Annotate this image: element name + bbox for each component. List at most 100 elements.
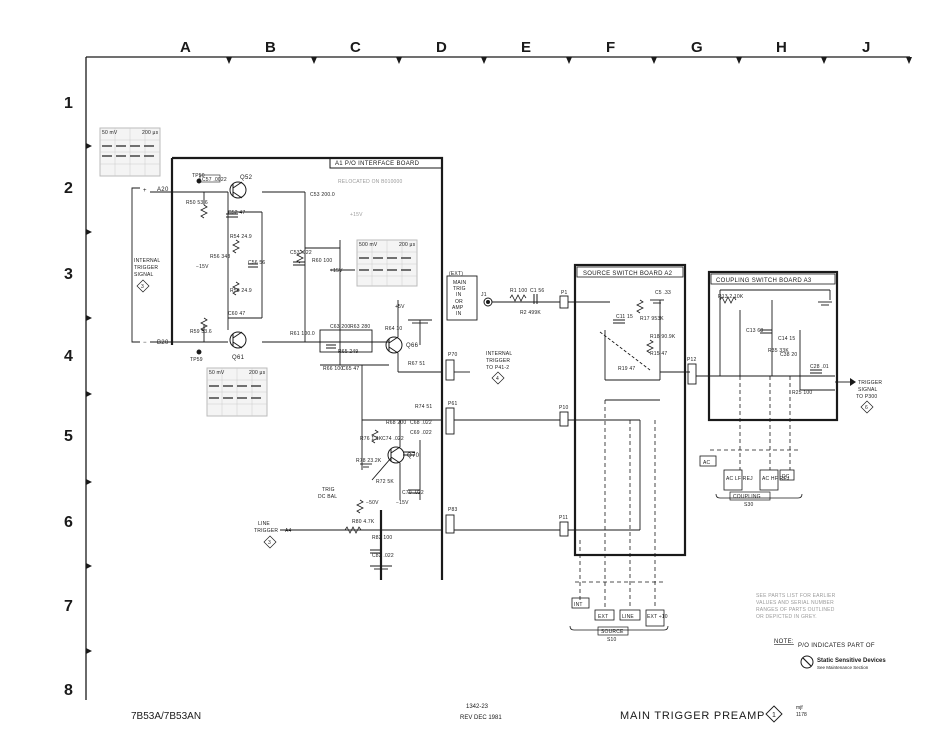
- col-d: D: [436, 39, 447, 56]
- parts-note-2: VALUES AND SERIAL NUMBER: [756, 600, 834, 606]
- row-7: 7: [64, 598, 73, 615]
- comp-r13: R13 2.10K: [718, 294, 744, 300]
- int-trig-out-ref: 4: [496, 376, 499, 382]
- comp-r80: R80 4.7K: [352, 519, 375, 525]
- comp-r1: R1 100: [510, 288, 527, 294]
- trace3-volts: 50 mV: [209, 370, 225, 376]
- trace3-time: 200 μs: [249, 370, 266, 376]
- comp-c53: C53 200.0: [310, 192, 335, 198]
- row-2: 2: [64, 180, 73, 197]
- source-buttons: [569, 597, 669, 631]
- trig-out-1: TRIGGER: [858, 380, 882, 386]
- static-sensitive-icon: [800, 655, 814, 669]
- comp-r65: R65 249: [338, 349, 358, 355]
- coupling-label: COUPLING: [733, 494, 761, 500]
- row-8: 8: [64, 682, 73, 699]
- amplifier-wiring: [280, 300, 443, 570]
- parts-list-note: SEE PARTS LIST FOR EARLIER VALUES AND SE…: [756, 593, 835, 620]
- parts-note-3: RANGES OF PARTS OUTLINED: [756, 607, 835, 613]
- line-trig-2: TRIGGER: [254, 528, 278, 534]
- comp-r72: R72 5K: [376, 479, 394, 485]
- interface-board-title: A1 P/O INTERFACE BOARD: [335, 161, 420, 167]
- comp-r78: R78 23.2K: [356, 458, 382, 464]
- column-letters: A B C D E F G H J: [180, 39, 870, 56]
- j1-connector: [483, 297, 560, 307]
- comp-c56: C56 56: [248, 260, 265, 266]
- source-btn-ext10: EXT ÷10: [647, 614, 668, 620]
- parts-note-4: OR DEPICTED IN GREY.: [756, 614, 817, 620]
- source-btn-int: INT: [574, 602, 583, 608]
- pin-j1: J1: [481, 292, 487, 298]
- row-5: 5: [64, 428, 73, 445]
- supply-pos5: +5V: [395, 304, 405, 310]
- trace1-time: 200 μs: [142, 130, 159, 136]
- pin-a20: A20: [157, 187, 169, 193]
- input-wiring: [131, 178, 355, 365]
- scope-trace-2: [356, 239, 418, 287]
- comp-r76: R76 1.1K: [360, 436, 383, 442]
- comp-c82: C82 .022: [372, 553, 394, 559]
- supply-neg50: −50V: [366, 500, 379, 506]
- trig-dc-bal-2: DC BAL: [318, 494, 337, 500]
- trig-out-2: SIGNAL: [858, 387, 878, 393]
- pin-p11: P11: [559, 515, 568, 521]
- pin-p1: P1: [561, 290, 568, 296]
- comp-c53b: C53 .022: [290, 250, 312, 256]
- row-6: 6: [64, 514, 73, 531]
- minus-sign: −: [143, 340, 147, 346]
- comp-r2: R2 499K: [520, 310, 541, 316]
- source-label: SOURCE: [601, 629, 624, 635]
- source-ref: S10: [607, 637, 617, 643]
- supply-neg15-a: −15V: [196, 264, 209, 270]
- internal-trigger-in-label: INTERNAL TRIGGER SIGNAL 3: [134, 258, 160, 293]
- footer-model: 7B53A/7B53AN: [131, 711, 201, 722]
- coupling-btn-ac: AC: [703, 460, 711, 466]
- comp-c5: C5 .33: [655, 290, 671, 296]
- transistor-q52: [229, 181, 247, 199]
- col-f: F: [606, 39, 615, 56]
- comp-r50: R50 53.6: [186, 200, 208, 206]
- comp-r68: R68 200: [386, 420, 406, 426]
- comp-r56: R56 348: [210, 254, 230, 260]
- comp-c70: C70 .022: [402, 490, 424, 496]
- transistor-q70: [387, 446, 405, 464]
- comp-r54: R54 24.9: [230, 234, 252, 240]
- note-text: P/O INDICATES PART OF: [798, 643, 875, 649]
- comp-r66: R66 100: [323, 366, 343, 372]
- comp-r25: R25 100: [792, 390, 812, 396]
- trigger-out-label: TRIGGER SIGNAL TO P300 6: [850, 378, 882, 414]
- comp-r15: R15 47: [650, 351, 667, 357]
- supply-labels: −15V +15V +15V +5V −50V −15V: [196, 212, 409, 506]
- trig-dc-bal-1: TRIG: [322, 487, 335, 493]
- ext-3: TRIG: [453, 286, 466, 292]
- row-numbers: 1 2 3 4 5 6 7 8: [64, 95, 73, 699]
- transistor-q61: [229, 331, 247, 349]
- supply-pos15: +15V: [330, 268, 343, 274]
- comp-r67: R67 51: [408, 361, 425, 367]
- source-components: C5 .33 C11 15 R17 953K R18 90.9K R19 47 …: [616, 290, 676, 372]
- q52-label: Q52: [240, 175, 253, 181]
- trace2-time: 200 μs: [399, 242, 416, 248]
- comp-c28: C28 .01: [810, 364, 829, 370]
- pin-p12: P12: [687, 357, 697, 363]
- comp-c52: C52 47: [228, 210, 245, 216]
- comp-c1: C1 56: [530, 288, 544, 294]
- int-trig-in-1: INTERNAL: [134, 258, 160, 264]
- pin-p83: P83: [448, 507, 458, 513]
- comp-r19: R19 47: [618, 366, 635, 372]
- col-b: B: [265, 39, 276, 56]
- comp-r58: R58 24.9: [230, 288, 252, 294]
- c57-box: [199, 174, 221, 183]
- q66-label: Q66: [406, 343, 419, 349]
- source-btn-line: LINE: [622, 614, 634, 620]
- ext-4: IN: [456, 292, 462, 298]
- comp-c11: C11 15: [616, 314, 633, 320]
- coupling-wiring: [719, 289, 850, 391]
- row-1: 1: [64, 95, 73, 112]
- int-trig-out-1: INTERNAL: [486, 351, 512, 357]
- row-4: 4: [64, 348, 73, 365]
- comp-r59: R59 53.6: [190, 329, 212, 335]
- q61-label: Q61: [232, 355, 245, 361]
- col-a: A: [180, 39, 191, 56]
- comp-r64: R64 10: [385, 326, 402, 332]
